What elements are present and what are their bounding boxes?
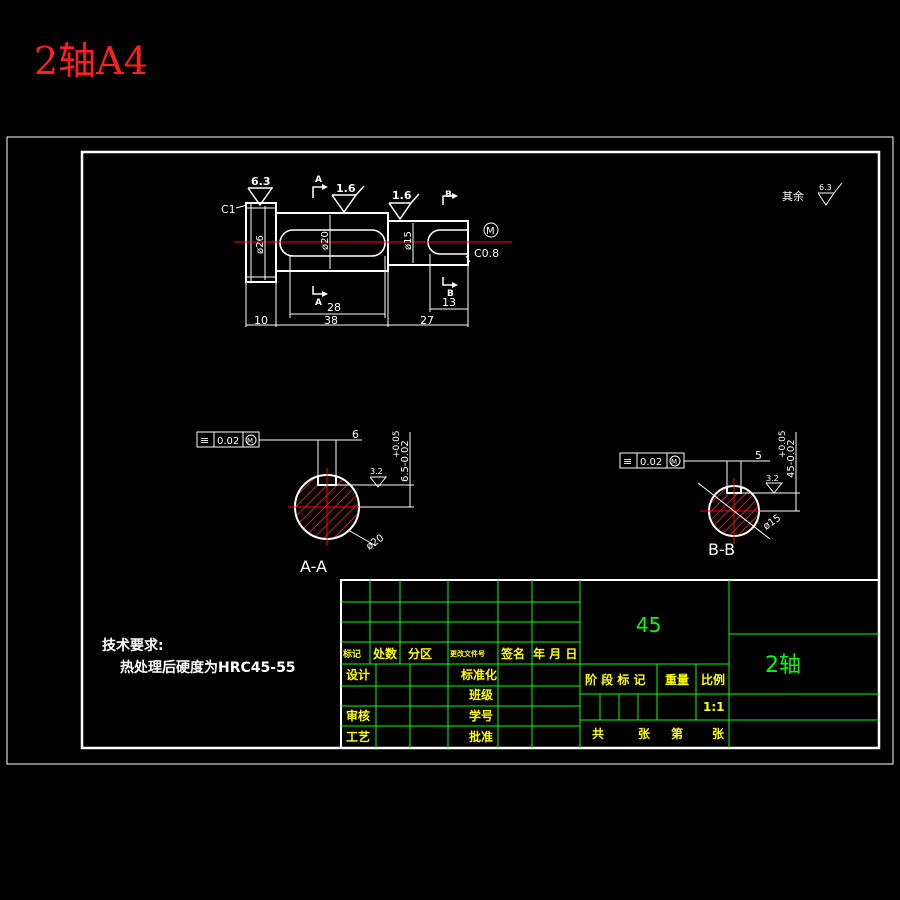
bb-section-label: B-B bbox=[708, 540, 735, 559]
dia-20-label: ø20 bbox=[320, 231, 331, 250]
tb-weight: 重量 bbox=[665, 672, 689, 687]
tb-sheet: 张 bbox=[712, 726, 725, 741]
length-dimension-lines bbox=[245, 254, 469, 327]
tb-design: 设计 bbox=[346, 667, 370, 682]
roughness-1-label: 6.3 bbox=[251, 175, 271, 188]
title-block-labels: 标记 处数 分区 更改文件号 签名 年 月 日 设计 标准化 班级 审核 学号 … bbox=[342, 646, 725, 744]
aa-section-label: A-A bbox=[300, 557, 327, 576]
len-38-label: 38 bbox=[324, 314, 338, 327]
tb-doc: 更改文件号 bbox=[450, 649, 485, 658]
tech-req-heading: 技术要求: bbox=[102, 637, 164, 654]
title-block bbox=[340, 579, 880, 749]
chamfer-c08-label: C0.8 bbox=[474, 247, 499, 260]
tb-mark: 标记 bbox=[342, 648, 361, 660]
dia-15-label: ø15 bbox=[403, 231, 414, 250]
bb-depth-upper: +0.05 bbox=[778, 430, 788, 458]
section-aa: ≡ 0.02 M 6 6.5-0.02 +0. bbox=[196, 428, 414, 576]
sheet-title: 2轴A4 bbox=[34, 39, 148, 83]
chamfer-c1-label: C1 bbox=[221, 203, 236, 216]
section-markers bbox=[312, 186, 452, 295]
section-a-bottom-label: A bbox=[315, 298, 322, 308]
section-bb: ≡ 0.02 M 5 45-0.02 +0.05 3.2 ø15 B-B bbox=[619, 430, 800, 559]
tb-sign: 签名 bbox=[500, 646, 525, 661]
diameter-dimension-lines bbox=[264, 206, 414, 280]
section-a-top-label: A bbox=[315, 175, 322, 185]
aa-roughness-label: 3.2 bbox=[370, 467, 383, 476]
bb-depth-label: 45-0.02 bbox=[786, 439, 797, 478]
section-arrowheads bbox=[322, 184, 458, 297]
tb-count: 处数 bbox=[372, 646, 398, 661]
roughness-3-label: 1.6 bbox=[392, 189, 412, 202]
tech-req-line1: 热处理后硬度为HRC45-55 bbox=[120, 659, 296, 676]
tb-date: 年 月 日 bbox=[533, 646, 577, 661]
tb-review: 审核 bbox=[346, 708, 370, 723]
chamfer-c08-leader bbox=[465, 255, 471, 263]
tb-stage-mark: 阶 段 标 记 bbox=[585, 672, 646, 687]
tb-process: 工艺 bbox=[346, 729, 370, 744]
len-10-label: 10 bbox=[254, 314, 268, 327]
len-13-label: 13 bbox=[442, 296, 456, 309]
tb-total: 共 bbox=[592, 726, 604, 741]
part-name-label: 2轴 bbox=[765, 653, 801, 678]
len-28-label: 28 bbox=[327, 301, 341, 314]
aa-depth-upper: +0.05 bbox=[392, 430, 402, 458]
tb-page: 第 bbox=[671, 726, 683, 741]
roughness-symbols bbox=[247, 185, 420, 221]
tb-student-no: 学号 bbox=[469, 708, 493, 723]
aa-tol-mod: M bbox=[247, 437, 253, 445]
chamfer-c1-leader bbox=[235, 204, 248, 209]
tb-scale-value: 1:1 bbox=[703, 700, 725, 714]
section-b-top-label: B bbox=[445, 190, 452, 200]
bb-tol-value: 0.02 bbox=[640, 457, 662, 468]
bb-tol-mod: M bbox=[671, 458, 677, 466]
aa-diameter-label: ø20 bbox=[364, 533, 386, 553]
bb-diameter-label: ø15 bbox=[761, 513, 783, 533]
section-b-bottom-label: B bbox=[447, 289, 454, 299]
bb-roughness-label: 3.2 bbox=[766, 474, 779, 483]
rest-roughness-symbol bbox=[817, 192, 835, 206]
tb-class: 班级 bbox=[469, 687, 493, 702]
tb-zone: 分区 bbox=[408, 646, 432, 661]
outer-frame bbox=[6, 136, 894, 765]
bb-width-label: 5 bbox=[755, 449, 762, 462]
aa-width-label: 6 bbox=[352, 428, 359, 441]
roughness-2-label: 1.6 bbox=[336, 182, 356, 195]
m-mark-circle bbox=[483, 222, 499, 238]
rest-roughness-label: 其余 bbox=[782, 189, 804, 203]
len-27-label: 27 bbox=[420, 314, 434, 327]
dia-26-label: ø26 bbox=[255, 235, 266, 254]
tb-scale: 比例 bbox=[701, 672, 725, 687]
tb-approve: 批准 bbox=[469, 729, 493, 744]
aa-depth-label: 6.5-0.02 bbox=[400, 440, 411, 482]
rest-roughness-value: 6.3 bbox=[819, 183, 832, 192]
tb-sheets: 张 bbox=[638, 726, 651, 741]
material-label: 45 bbox=[636, 613, 661, 637]
m-mark-label: M bbox=[486, 226, 495, 237]
tb-standard: 标准化 bbox=[460, 667, 497, 682]
aa-tol-value: 0.02 bbox=[217, 436, 239, 447]
bb-tol-symbol: ≡ bbox=[623, 455, 632, 468]
aa-tol-symbol: ≡ bbox=[200, 434, 209, 447]
